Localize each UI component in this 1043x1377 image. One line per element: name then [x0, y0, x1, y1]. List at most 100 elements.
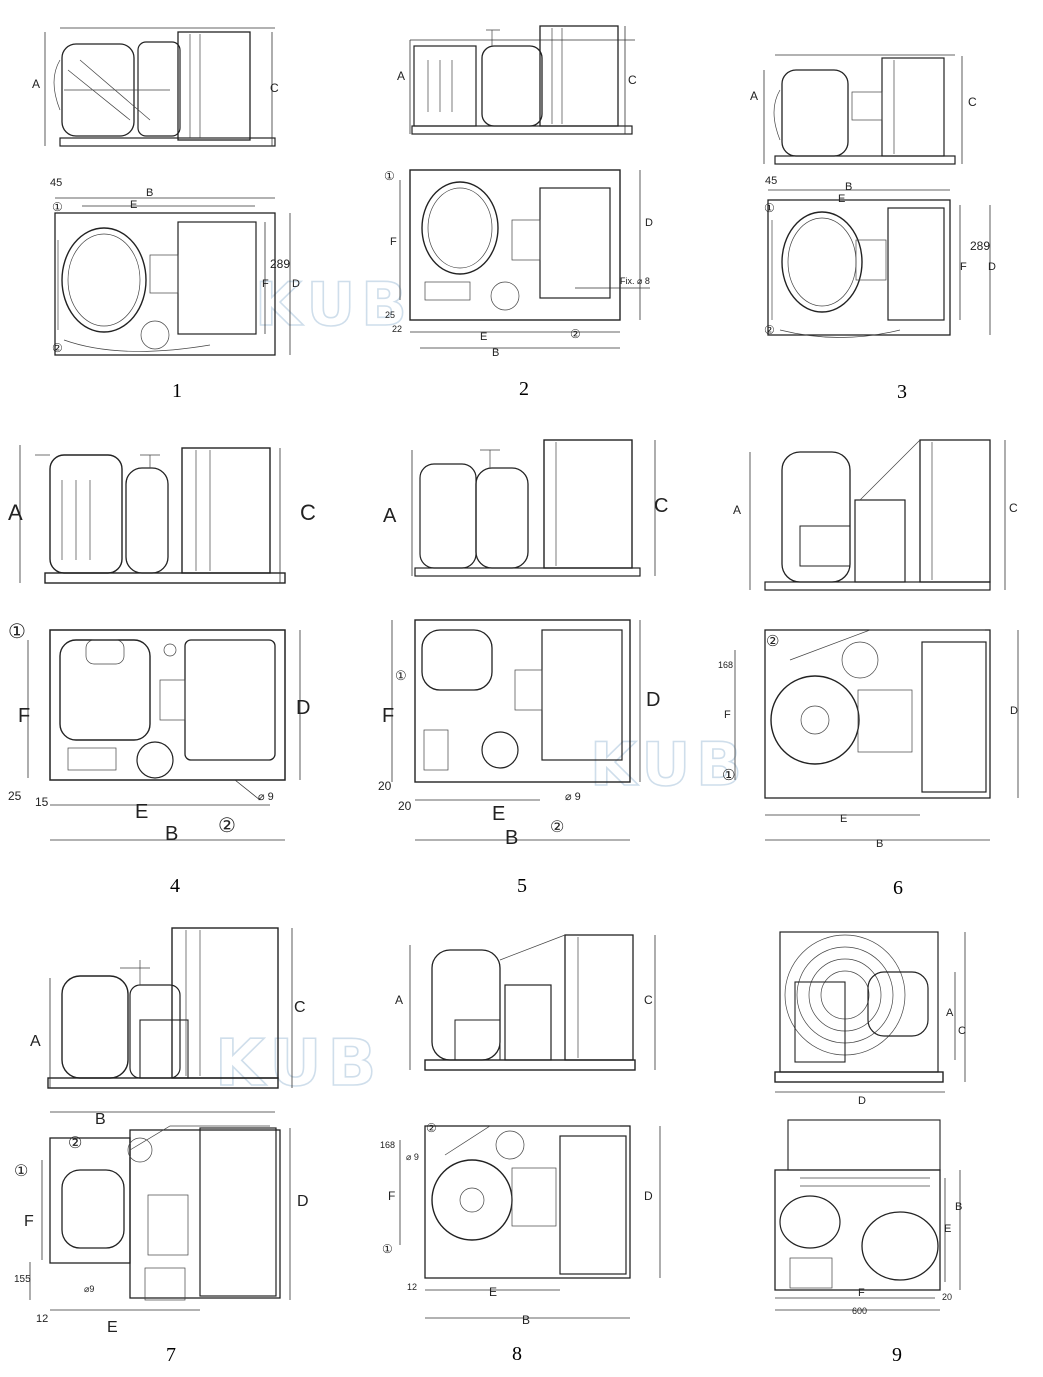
unit-6-dim-e: E — [840, 813, 847, 825]
unit-3-marker-2: ② — [764, 323, 775, 337]
unit-3-dim-e: E — [838, 193, 845, 205]
watermark-2: KUB — [590, 730, 748, 800]
unit-4-dim-a: A — [8, 500, 23, 525]
unit-1-side-view: A C — [32, 27, 279, 147]
unit-7-dim-12: 12 — [36, 1313, 48, 1325]
unit-4-dim-e: E — [135, 801, 148, 823]
unit-3-side-view: A C — [750, 54, 977, 165]
unit-4: A C F D 25 15 E B ⌀ 9 ① ② 4 — [8, 445, 316, 897]
unit-9-top-view: B E F 20 600 — [774, 1119, 962, 1316]
unit-1-dim-289: 289 — [270, 257, 290, 271]
unit-2-caption: 2 — [519, 378, 529, 400]
watermark-1: KUB — [255, 270, 413, 340]
unit-6-caption: 6 — [893, 877, 903, 899]
unit-8-dim-12: 12 — [407, 1282, 417, 1292]
unit-4-marker-2: ② — [218, 815, 236, 837]
unit-5: A C F D 20 20 E B ⌀ 9 ① ② 5 — [378, 439, 668, 897]
unit-4-dim-c: C — [300, 500, 316, 525]
unit-3-top-view: 45 B E 289 F D ① ② — [764, 175, 996, 338]
unit-2-side-view: A C — [397, 25, 637, 135]
unit-4-dim-d: D — [296, 697, 310, 719]
unit-8-dim-e: E — [489, 1285, 497, 1299]
unit-2: A C F D Fix. ⌀ 8 25 22 E B ① ② 2 — [384, 25, 653, 400]
watermark-3: KUB — [215, 1027, 382, 1101]
unit-2-top-view: F D Fix. ⌀ 8 25 22 E B ① ② — [384, 169, 653, 359]
unit-3-dim-c: C — [968, 95, 977, 109]
unit-8-top-view: 168 ⌀ 9 F D 12 E B ① ② — [380, 1121, 661, 1327]
unit-8-caption: 8 — [512, 1343, 522, 1365]
unit-1: A C 45 B E 289 F D ① ② 1 — [32, 27, 300, 402]
unit-1-dim-e: E — [130, 199, 137, 211]
unit-6-dim-a: A — [733, 503, 741, 517]
unit-8-dim-d: D — [644, 1189, 653, 1203]
unit-1-dim-45: 45 — [50, 177, 62, 189]
unit-8-dim-c: C — [644, 993, 653, 1007]
unit-5-side-view: A C — [383, 439, 668, 577]
unit-3-dim-289: 289 — [970, 239, 990, 253]
unit-5-dim-20b: 20 — [398, 799, 412, 813]
unit-2-dim-c: C — [628, 73, 637, 87]
unit-4-dim-phi9: ⌀ 9 — [258, 791, 274, 803]
unit-9-dim-c: C — [958, 1025, 966, 1037]
unit-9: A C D B E F 20 600 9 — [774, 931, 966, 1366]
unit-7-dim-b: B — [95, 1111, 106, 1128]
unit-4-dim-15: 15 — [35, 795, 49, 809]
unit-6-dim-c: C — [1009, 501, 1018, 515]
unit-6: A C 168 F D E B ① ② 6 — [718, 439, 1019, 899]
unit-7-dim-e: E — [107, 1319, 118, 1336]
unit-1-top-view: 45 B E 289 F D ① ② — [50, 177, 300, 356]
unit-8-dim-phi9: ⌀ 9 — [406, 1152, 419, 1162]
unit-1-dim-a: A — [32, 77, 40, 91]
unit-1-dim-c: C — [270, 81, 279, 95]
unit-7-dim-c: C — [294, 999, 306, 1016]
unit-6-marker-2: ② — [766, 633, 779, 650]
unit-2-dim-f: F — [390, 236, 397, 248]
unit-4-side-view: A C — [8, 445, 316, 584]
unit-3-dim-45: 45 — [765, 175, 777, 187]
unit-4-marker-1: ① — [8, 621, 26, 643]
unit-7-marker-2: ② — [68, 1135, 82, 1152]
unit-3-marker-1: ① — [764, 201, 775, 215]
unit-5-dim-phi9: ⌀ 9 — [565, 791, 581, 803]
unit-4-dim-25: 25 — [8, 789, 22, 803]
unit-4-dim-f: F — [18, 705, 30, 727]
unit-5-dim-f: F — [382, 705, 394, 727]
unit-2-marker-2: ② — [570, 327, 581, 341]
unit-4-dim-b: B — [165, 823, 178, 845]
unit-6-dim-f: F — [724, 709, 731, 721]
unit-5-dim-d: D — [646, 689, 660, 711]
unit-7-dim-d: D — [297, 1193, 309, 1210]
unit-6-top-view: 168 F D E B ① ② — [718, 629, 1019, 850]
unit-4-caption: 4 — [170, 875, 180, 897]
unit-7-side-view: A C — [30, 927, 306, 1089]
unit-9-dim-e: E — [944, 1223, 951, 1235]
unit-3-dim-d: D — [988, 261, 996, 273]
unit-1-marker-2: ② — [52, 341, 63, 355]
unit-7-top-view: B F D 155 12 E ⌀9 ① ② — [14, 1111, 309, 1336]
unit-2-dim-22: 22 — [392, 324, 402, 334]
unit-1-dim-d: D — [292, 278, 300, 290]
unit-1-dim-f: F — [262, 278, 269, 290]
unit-5-dim-a: A — [383, 505, 397, 527]
unit-5-marker-1: ① — [395, 668, 407, 683]
unit-5-dim-c: C — [654, 495, 668, 517]
unit-3-dim-b: B — [845, 181, 852, 193]
unit-8-marker-2: ② — [426, 1121, 437, 1135]
unit-2-dim-b: B — [492, 347, 499, 359]
unit-6-dim-b: B — [876, 838, 883, 850]
unit-5-dim-b: B — [505, 827, 518, 849]
unit-5-top-view: F D 20 20 E B ⌀ 9 ① ② — [378, 619, 660, 849]
unit-3: A C 45 B E 289 F D ① ② 3 — [750, 54, 996, 403]
unit-6-dim-d: D — [1010, 705, 1018, 717]
unit-8-marker-1: ① — [382, 1242, 393, 1256]
unit-9-caption: 9 — [892, 1344, 902, 1366]
unit-5-caption: 5 — [517, 875, 527, 897]
unit-5-dim-20a: 20 — [378, 779, 392, 793]
unit-9-dim-20: 20 — [942, 1292, 952, 1302]
unit-8: A C 168 ⌀ 9 F D 12 E B ① ② 8 — [380, 934, 661, 1365]
unit-1-marker-1: ① — [52, 200, 63, 214]
unit-2-dim-d: D — [645, 217, 653, 229]
unit-2-dim-25: 25 — [385, 310, 395, 320]
unit-3-caption: 3 — [897, 381, 907, 403]
